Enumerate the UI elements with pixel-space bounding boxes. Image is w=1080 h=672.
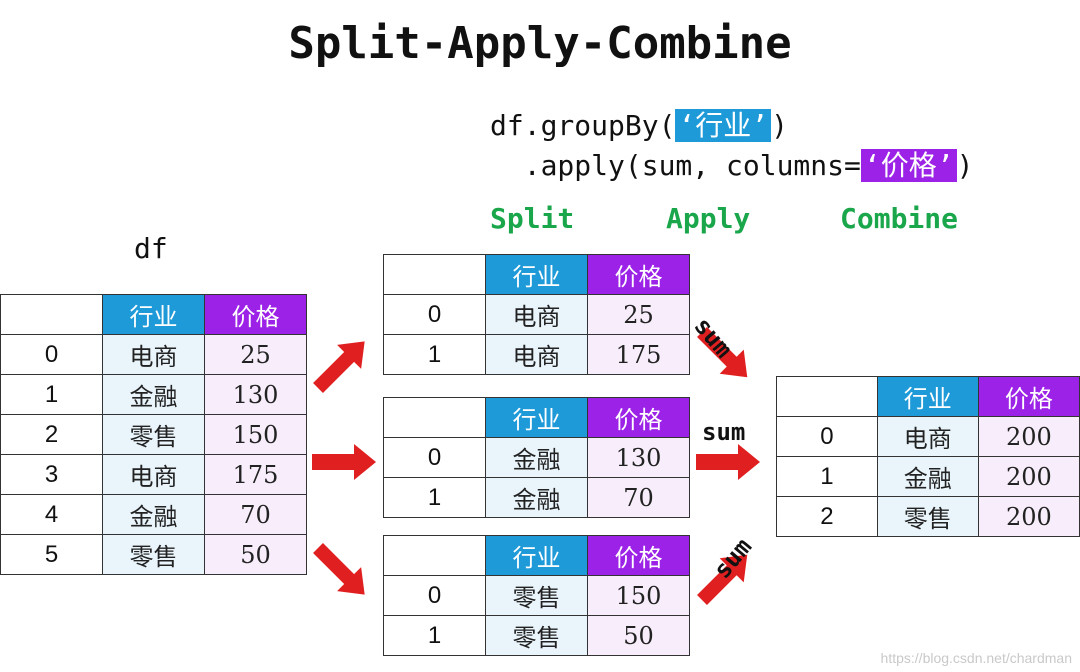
- header-price: 价格: [587, 254, 690, 295]
- industry-cell: 零售: [876, 496, 979, 537]
- group-table-finance: 行业 价格 0 金融 130 1 金融 70: [383, 397, 690, 518]
- table-row: 0 电商 25: [383, 294, 690, 335]
- header-index-cell: [383, 397, 486, 438]
- code-line1-prefix: df.groupBy(: [490, 109, 676, 142]
- df-label: df: [134, 232, 168, 265]
- table-header-row: 行业 价格: [383, 535, 690, 576]
- code-line2-suffix: ): [956, 149, 974, 182]
- code-line1-suffix: ): [771, 109, 789, 142]
- header-price: 价格: [587, 397, 690, 438]
- row-index: 0: [383, 294, 486, 335]
- row-index: 2: [776, 496, 878, 537]
- industry-cell: 电商: [485, 294, 588, 335]
- result-table: 行业 价格 0 电商 200 1 金融 200 2 零售 200: [776, 376, 1080, 537]
- industry-cell: 金融: [102, 374, 205, 415]
- row-index: 1: [383, 334, 486, 375]
- row-index: 0: [0, 334, 103, 375]
- price-cell: 50: [587, 615, 690, 656]
- header-industry: 行业: [485, 397, 588, 438]
- table-row: 2 零售 150: [0, 414, 307, 455]
- table-header-row: 行业 价格: [383, 254, 690, 295]
- combine-arrow-up-right-icon: [697, 554, 748, 605]
- industry-cell: 零售: [102, 534, 205, 575]
- header-index-cell: [383, 254, 486, 295]
- code-line2-prefix: .apply(sum, columns=: [490, 149, 861, 182]
- split-arrow-up-right-icon: [313, 341, 365, 393]
- page-title: Split-Apply-Combine: [288, 18, 792, 69]
- header-industry: 行业: [485, 254, 588, 295]
- step-combine-label: Combine: [840, 202, 959, 235]
- table-row: 0 电商 25: [0, 334, 307, 375]
- table-header-row: 行业 价格: [776, 376, 1080, 417]
- price-cell: 70: [587, 477, 690, 518]
- price-cell: 200: [977, 496, 1080, 537]
- step-apply-label: Apply: [666, 202, 751, 235]
- group-table-ecommerce: 行业 价格 0 电商 25 1 电商 175: [383, 254, 690, 375]
- row-index: 1: [776, 456, 878, 497]
- group-table-retail: 行业 价格 0 零售 150 1 零售 50: [383, 535, 690, 656]
- row-index: 0: [383, 437, 486, 478]
- price-cell: 130: [204, 374, 307, 415]
- row-index: 1: [0, 374, 103, 415]
- price-cell: 200: [977, 456, 1080, 497]
- code-line-2: .apply(sum, columns=‘价格’): [490, 146, 973, 186]
- table-row: 3 电商 175: [0, 454, 307, 495]
- table-row: 4 金融 70: [0, 494, 307, 535]
- industry-cell: 金融: [102, 494, 205, 535]
- combine-arrow-down-right-icon: [697, 327, 748, 378]
- price-cell: 175: [587, 334, 690, 375]
- price-cell: 25: [587, 294, 690, 335]
- row-index: 2: [0, 414, 103, 455]
- table-row: 1 金融 70: [383, 477, 690, 518]
- row-index: 1: [383, 477, 486, 518]
- price-cell: 150: [204, 414, 307, 455]
- row-index: 0: [776, 416, 878, 457]
- table-row: 0 金融 130: [383, 437, 690, 478]
- code-columns-arg: ‘价格’: [860, 149, 957, 182]
- table-row: 1 金融 200: [776, 456, 1080, 497]
- industry-cell: 金融: [876, 456, 979, 497]
- price-cell: 150: [587, 575, 690, 616]
- header-index-cell: [383, 535, 486, 576]
- table-row: 1 零售 50: [383, 615, 690, 656]
- price-cell: 70: [204, 494, 307, 535]
- price-cell: 25: [204, 334, 307, 375]
- table-row: 2 零售 200: [776, 496, 1080, 537]
- industry-cell: 电商: [876, 416, 979, 457]
- sum-label-middle: sum: [702, 418, 746, 446]
- table-row: 0 零售 150: [383, 575, 690, 616]
- header-price: 价格: [587, 535, 690, 576]
- watermark: https://blog.csdn.net/chardman: [880, 650, 1072, 666]
- table-row: 0 电商 200: [776, 416, 1080, 457]
- split-arrow-right-icon: [312, 444, 376, 480]
- code-line-1: df.groupBy(‘行业’): [490, 106, 788, 146]
- header-index-cell: [776, 376, 878, 417]
- table-row: 5 零售 50: [0, 534, 307, 575]
- industry-cell: 零售: [102, 414, 205, 455]
- table-header-row: 行业 价格: [383, 397, 690, 438]
- industry-cell: 电商: [102, 334, 205, 375]
- price-cell: 50: [204, 534, 307, 575]
- code-groupby-arg: ‘行业’: [675, 109, 772, 142]
- row-index: 5: [0, 534, 103, 575]
- table-row: 1 电商 175: [383, 334, 690, 375]
- split-arrow-down-right-icon: [313, 543, 365, 595]
- source-table: 行业 价格 0 电商 25 1 金融 130 2 零售 150 3 电商 175…: [0, 294, 307, 575]
- header-index-cell: [0, 294, 103, 335]
- header-industry: 行业: [876, 376, 979, 417]
- step-split-label: Split: [490, 202, 575, 235]
- industry-cell: 电商: [485, 334, 588, 375]
- header-price: 价格: [204, 294, 307, 335]
- price-cell: 175: [204, 454, 307, 495]
- row-index: 3: [0, 454, 103, 495]
- header-price: 价格: [977, 376, 1080, 417]
- table-row: 1 金融 130: [0, 374, 307, 415]
- industry-cell: 零售: [485, 615, 588, 656]
- combine-arrow-right-icon: [696, 444, 760, 480]
- row-index: 1: [383, 615, 486, 656]
